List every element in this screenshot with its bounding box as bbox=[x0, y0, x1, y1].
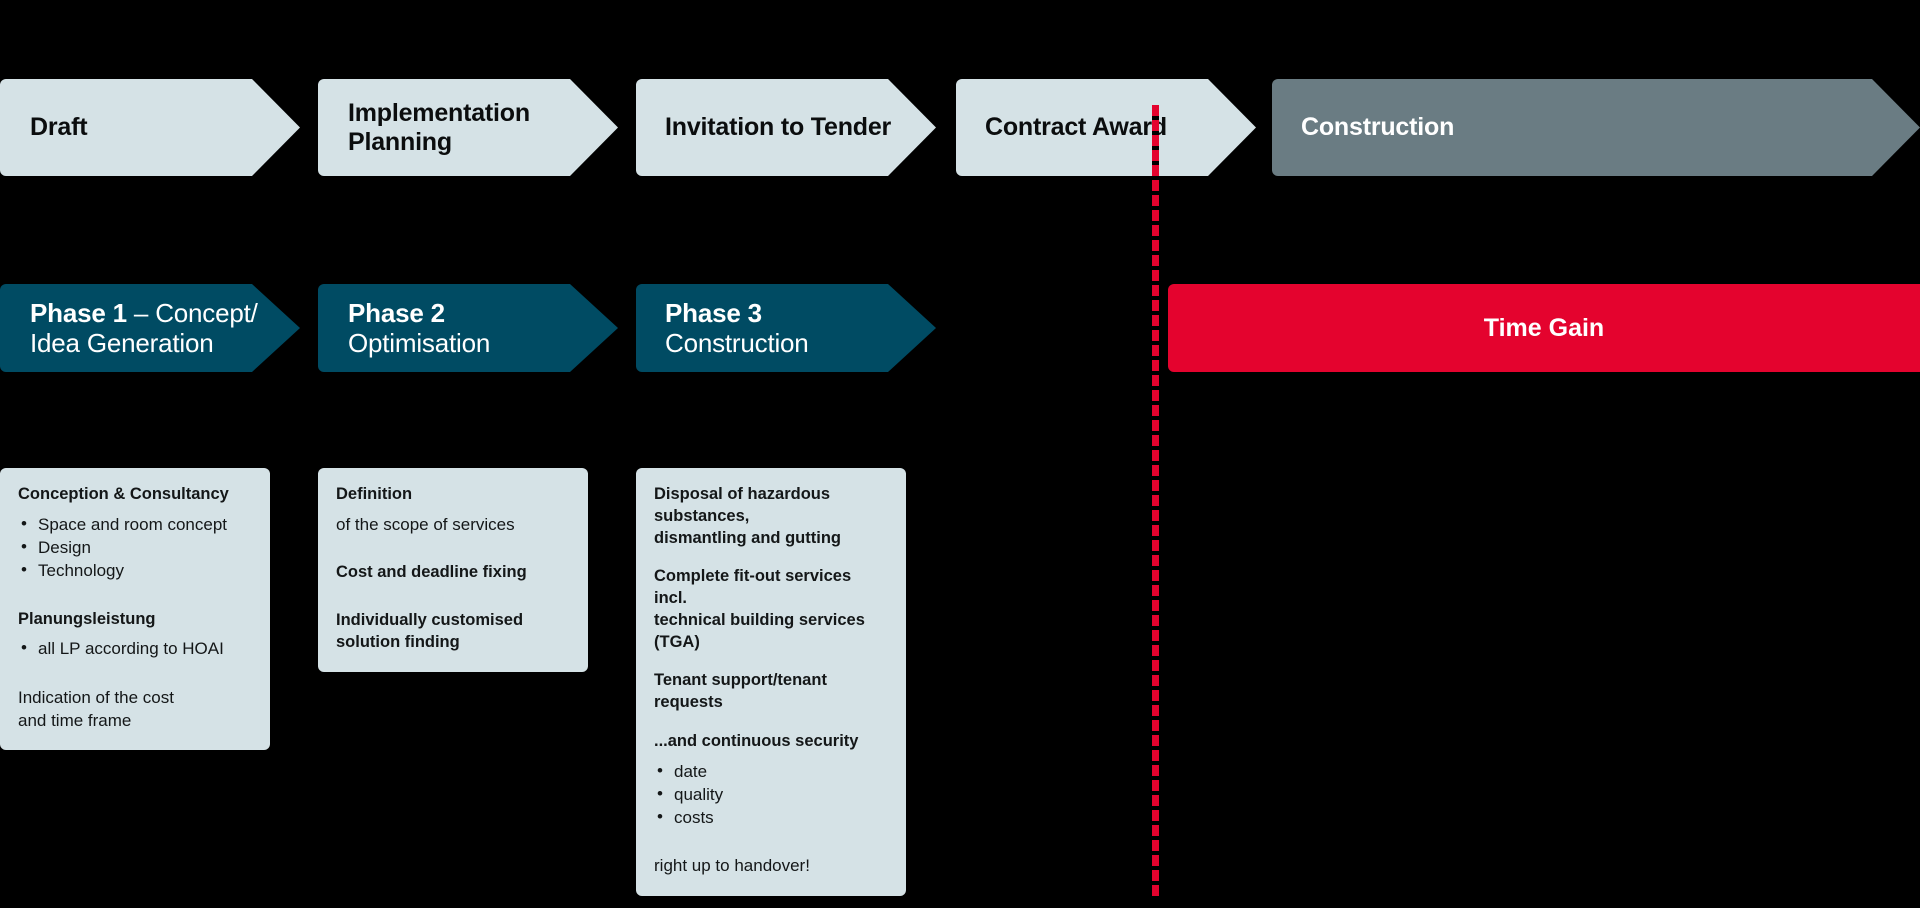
stage-implementation-planning-label: Implementation Planning bbox=[318, 99, 530, 157]
panel3-disposal-line2: dismantling and gutting bbox=[654, 528, 841, 547]
phase-1-line2: Idea Generation bbox=[30, 328, 214, 358]
list-item: costs bbox=[654, 806, 888, 830]
list-item: Technology bbox=[18, 559, 252, 583]
panel2-heading-definition: Definition bbox=[336, 485, 413, 503]
list-item: all LP according to HOAI bbox=[18, 637, 252, 661]
panel1-bullets-conception: Space and room concept Design Technology bbox=[18, 513, 252, 583]
phase-1-separator: – bbox=[126, 297, 156, 328]
stage-draft-label: Draft bbox=[30, 113, 88, 141]
phase-3-line2: Construction bbox=[665, 328, 809, 358]
panel1-footer-line2: and time frame bbox=[18, 710, 132, 730]
stage-contract-award[interactable]: Contract Award bbox=[956, 79, 1256, 176]
panel3-disposal-line1: Disposal of hazardous substances, bbox=[654, 485, 831, 525]
panel2-solution-line1: Individually customised bbox=[336, 610, 524, 629]
phase-2-number: Phase 2 bbox=[348, 297, 445, 328]
phase-2-title: Phase 2 Optimisation bbox=[318, 298, 490, 358]
panel2-solution-line2: solution finding bbox=[336, 632, 460, 651]
phase-2-content-panel: Definition of the scope of services Cost… bbox=[318, 468, 588, 672]
stage-draft[interactable]: Draft bbox=[0, 79, 300, 176]
stage-construction-label: Construction bbox=[1301, 113, 1455, 141]
panel3-heading-tenant: Tenant support/tenant requests bbox=[654, 671, 827, 712]
list-item: Design bbox=[18, 536, 252, 560]
phase-3-header[interactable]: Phase 3 Construction bbox=[636, 284, 936, 372]
panel2-text-scope: of the scope of services bbox=[336, 514, 515, 534]
panel2-heading-solution: Individually customised solution finding bbox=[336, 610, 570, 654]
time-gain-label: Time Gain bbox=[1483, 313, 1605, 342]
stage-implementation-line1: Implementation bbox=[348, 98, 530, 127]
milestone-divider-line bbox=[1152, 105, 1159, 900]
panel3-bullets-security: date quality costs bbox=[654, 760, 888, 830]
panel3-heading-fitout: Complete fit-out services incl. technica… bbox=[654, 566, 888, 653]
panel3-heading-disposal: Disposal of hazardous substances, disman… bbox=[654, 484, 888, 549]
list-item: date bbox=[654, 760, 888, 784]
stage-invitation-to-tender[interactable]: Invitation to Tender bbox=[636, 79, 936, 176]
phase-1-content-panel: Conception & Consultancy Space and room … bbox=[0, 468, 270, 751]
phase-1-number: Phase 1 bbox=[30, 297, 127, 328]
list-item: quality bbox=[654, 783, 888, 807]
phase-1-title: Phase 1 – Concept/ Idea Generation bbox=[0, 298, 258, 358]
panel1-footer-line1: Indication of the cost bbox=[18, 688, 174, 708]
panel1-heading-planungsleistung: Planungsleistung bbox=[18, 609, 156, 628]
phase-1-header[interactable]: Phase 1 – Concept/ Idea Generation bbox=[0, 284, 300, 372]
phase-3-title: Phase 3 Construction bbox=[636, 298, 809, 358]
panel1-bullets-planungsleistung: all LP according to HOAI bbox=[18, 637, 252, 661]
stage-implementation-line2: Planning bbox=[348, 127, 452, 156]
time-gain-box[interactable]: Time Gain bbox=[1168, 284, 1920, 372]
list-item: Space and room concept bbox=[18, 513, 252, 537]
phase-2-header[interactable]: Phase 2 Optimisation bbox=[318, 284, 618, 372]
phase-2-line2: Optimisation bbox=[348, 328, 491, 358]
panel3-fitout-line2: technical building services (TGA) bbox=[654, 610, 865, 651]
panel1-heading-conception: Conception & Consultancy bbox=[18, 485, 229, 503]
panel3-fitout-line1: Complete fit-out services incl. bbox=[654, 567, 852, 608]
stage-construction[interactable]: Construction bbox=[1272, 79, 1920, 176]
stage-invitation-label: Invitation to Tender bbox=[665, 113, 892, 141]
phase-3-content-panel: Disposal of hazardous substances, disman… bbox=[636, 468, 906, 896]
panel3-heading-security: ...and continuous security bbox=[654, 731, 859, 750]
panel3-footer: right up to handover! bbox=[654, 856, 810, 876]
phase-3-number: Phase 3 bbox=[665, 297, 762, 328]
stage-contract-award-label: Contract Award bbox=[985, 113, 1167, 141]
panel2-heading-cost: Cost and deadline fixing bbox=[336, 563, 527, 582]
stage-implementation-planning[interactable]: Implementation Planning bbox=[318, 79, 618, 176]
phase-1-line1: Concept/ bbox=[155, 297, 258, 328]
